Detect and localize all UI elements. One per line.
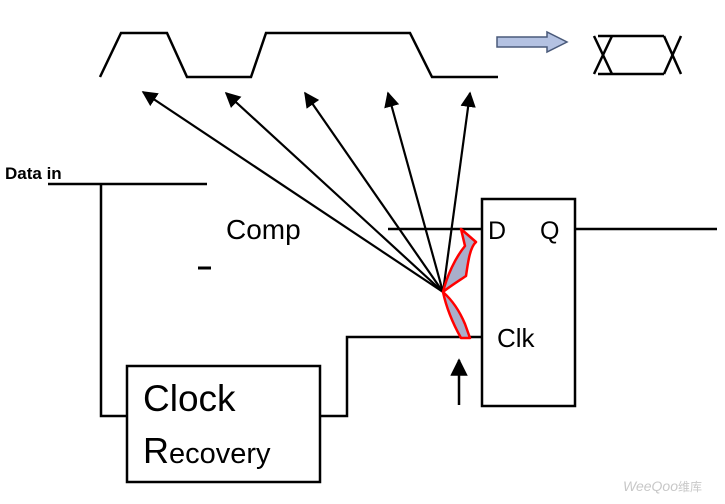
d-label: D <box>488 217 506 245</box>
timing-curve-lower-icon <box>441 290 472 340</box>
sampling-arrows <box>141 91 476 293</box>
watermark-text: WeeQoo维库 <box>623 478 702 494</box>
sampling-arrow <box>304 91 444 293</box>
q-label: Q <box>540 217 559 245</box>
block-arrow-icon <box>496 30 569 54</box>
sampling-arrow <box>224 91 444 293</box>
data-to-recovery-wire <box>99 184 127 418</box>
clock-recovery-label-line2: Recovery <box>143 430 271 471</box>
data-in-label: Data in <box>5 164 62 183</box>
comp-label: Comp <box>226 214 301 245</box>
clock-recovery-label-line1: Clock <box>143 378 236 419</box>
sampling-arrow <box>384 91 445 293</box>
data-waveform <box>98 31 498 79</box>
flip-flop-box <box>480 197 577 408</box>
recovery-to-clk-wire <box>320 335 483 418</box>
timing-curve-upper-icon <box>441 227 478 294</box>
clock-recovery-box <box>125 364 322 484</box>
sampling-arrow <box>141 91 444 293</box>
eye-diagram-icon <box>592 34 683 76</box>
clk-label: Clk <box>497 323 536 353</box>
sampling-arrow <box>441 91 476 293</box>
